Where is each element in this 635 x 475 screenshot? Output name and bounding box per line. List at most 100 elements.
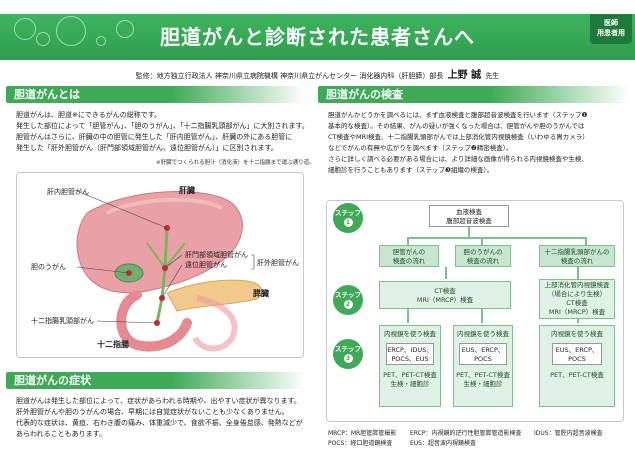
abbr-eus: EUS：超音波内視鏡検査 (410, 440, 476, 447)
banner-decoration (6, 14, 156, 60)
box-line: 内視鏡を使う検査 (457, 330, 509, 338)
step-3-badge: ステップ 3 (333, 339, 363, 369)
label-gallbladder: 胆のうがん (31, 263, 66, 271)
box-line: 血液検査 (456, 208, 482, 216)
connector (481, 309, 483, 323)
connector (407, 237, 409, 245)
ampulla-flow-title: 十二指腸乳頭部がんの 検査の流れ (539, 245, 615, 267)
audience-badge: 医師 用患者用 (590, 14, 632, 44)
anatomy-illustration (76, 190, 263, 352)
text-line: 胆道がんかどうかを調べるには、まず血液検査と腹部超音波検査を行います（ステップ❶ (328, 111, 588, 119)
box-line: 内視鏡を使う検査 (551, 330, 603, 338)
box-line: PET、PET-CT検査 (383, 371, 437, 379)
abbr-idus: IDUS：管腔内超音波検査 (534, 430, 603, 437)
step-number: 1 (343, 218, 353, 227)
box-line: CT検査 (434, 287, 456, 295)
ampulla-step2-box: 上部消化管内視鏡検査 （場合により生検） CT検査 MRI（MRCP）検査 (539, 279, 615, 319)
step-1-badge: ステップ 1 (333, 203, 363, 233)
box-line: 胆のうがんの (463, 248, 503, 256)
supervisor-name: 上野 誠 (447, 70, 482, 81)
step-label: ステップ (335, 291, 361, 299)
box-line: （場合により生検） (547, 290, 607, 298)
connector (585, 237, 587, 245)
anatomy-diagram: 肝内胆管がん 肝臓 胆のうがん 肝門部領域胆管がん 遠位胆管がん 肝外胆管がん … (16, 172, 304, 358)
text-line: さらに詳しく調べる必要がある場合には、より詳細な画像が得られる内視鏡検査や生検、 (328, 155, 588, 163)
connector (407, 309, 409, 323)
ct-mri-box: CT検査 MRI（MRCP）検査 (379, 281, 511, 309)
label-hilar: 肝門部領域胆管がん (185, 251, 248, 259)
title-banner: 胆道がんと診断された患者さんへ (0, 14, 635, 60)
section-title: 胆道がんの症状 (14, 374, 91, 387)
text-line: 細胞診を行うこともあります（ステップ❸組織の検査）。 (328, 166, 494, 174)
ampulla-endo-list: EUS、ERCP、 POCS (552, 343, 602, 365)
text-line: 胆管がんはさらに、肝臓の中の胆管に発生した「肝内胆管がん」、肝臓の外にある胆管に (16, 133, 293, 141)
connector (481, 237, 483, 245)
label-pancreas: 膵臓 (253, 289, 269, 298)
bile-duct-endo-list: ERCP、IDUS、 POCS、EUS (386, 343, 434, 365)
box-line: PET、PET-CT検査 (456, 371, 510, 379)
abbr-ercp: ERCP：内視鏡的逆行性胆管膵管造影検査 (410, 430, 522, 437)
badge-line-1: 医師 (604, 19, 618, 27)
box-line: 検査の流れ (560, 257, 594, 265)
text-line: 胆道がんは、胆道※にできるがんの総称です。 (16, 111, 162, 119)
connector (468, 227, 470, 237)
exams-text: 胆道がんかどうかを調べるには、まず血液検査と腹部超音波検査を行います（ステップ❶… (328, 110, 630, 176)
step-2-badge: ステップ 2 (333, 285, 363, 315)
box-line: MRI（MRCP）検査 (416, 296, 474, 304)
text-line: CT検査やMRI検査、十二指腸乳頭部がんでは上部消化管内視鏡検査（いわゆる胃カメ… (328, 133, 589, 141)
label-intrahepatic: 肝内胆管がん (47, 188, 89, 196)
box-line: EUS、ERCP、 (555, 346, 599, 354)
connector (445, 267, 447, 279)
box-line: POCS、EUS (391, 355, 429, 363)
box-line: 生検・細胞診 (390, 380, 430, 388)
box-line: CT検査 (566, 299, 588, 307)
box-line: ERCP、IDUS、 (387, 346, 433, 354)
box-line: 検査の流れ (466, 257, 500, 265)
gallbladder-endo-list: EUS、ERCP、 POCS (459, 343, 507, 365)
connector (577, 267, 579, 279)
section-what-is: 胆道がんとは (6, 86, 306, 103)
supervisor-credit: 監修：地方独立行政法人 神奈川県立病院機構 神奈川県立がんセンター 消化器内科（… (0, 66, 635, 81)
text-line: 胆道がんは発生した部位によって、症状があらわれる時期や、出やすい症状が異なります… (16, 397, 301, 405)
supervisor-suffix: 先生 (485, 72, 500, 80)
supervisor-prefix: 監修：地方独立行政法人 神奈川県立病院機構 神奈川県立がんセンター 消化器内科（… (135, 72, 444, 80)
step-label: ステップ (335, 345, 361, 353)
section-symptoms: 胆道がんの症状 (6, 372, 306, 389)
abbr-mrcp: MRCP：MR胆管膵管撮影 (328, 430, 397, 437)
label-distal: 遠位胆管がん (185, 261, 227, 269)
page-title: 胆道がんと診断された患者さんへ (160, 25, 475, 49)
bile-duct-step3-box: 内視鏡を使う検査 ERCP、IDUS、 POCS、EUS PET、PET-CT検… (379, 325, 441, 407)
box-line: 十二指腸乳頭部がんの (544, 248, 610, 256)
section-title: 胆道がんとは (14, 88, 80, 101)
label-liver: 肝臓 (179, 186, 195, 195)
box-line: PET、PET-CT検査 (550, 371, 604, 379)
footnote: ※肝臓でつくられる胆汁（消化液）を十二指腸まで運ぶ通り道。 (156, 160, 315, 166)
connector (407, 237, 587, 239)
label-duodenum: 十二指腸 (97, 340, 129, 349)
step-number: 3 (343, 354, 353, 363)
text-line: あらわれることもあります。 (16, 430, 106, 438)
page-header: 胆道がんと診断された患者さんへ 医師 用患者用 (0, 0, 635, 68)
text-line: 代表的な症状は、黄疸、右わき腹の痛み、体重減少で、食欲不振、全身倦怠感、発熱など… (16, 419, 303, 427)
text-line: 発生した「肝外胆管がん（肝門部領域胆管がん、遠位胆管がん）」に区別されます。 (16, 144, 278, 152)
box-line: 検査の流れ (392, 257, 426, 265)
text-line: 基本的な検査）。その結果、がんの疑いが強くなった場合は、胆管がんや胆のうがんでは (328, 122, 585, 130)
label-ampulla: 十二指腸乳頭部がん (31, 317, 94, 325)
badge-line-2: 用患者用 (597, 29, 625, 37)
gallbladder-step3-box: 内視鏡を使う検査 EUS、ERCP、 POCS PET、PET-CT検査 生検・… (453, 325, 513, 407)
box-line: POCS (568, 355, 586, 363)
what-is-text: 胆道がんは、胆道※にできるがんの総称です。 発生した部位によって「胆管がん」、「… (16, 110, 316, 154)
gallbladder-flow-title: 胆のうがんの 検査の流れ (455, 245, 511, 267)
abbr-pocs: POCS：経口胆道鏡検査 (328, 440, 393, 447)
text-line: などでがんの有無や広がりを調べます（ステップ❷精密検査）。 (328, 144, 513, 152)
box-line: EUS、ERCP、 (461, 346, 505, 354)
ampulla-step3-box: 内視鏡を使う検査 EUS、ERCP、 POCS PET、PET-CT検査 (539, 325, 615, 407)
text-line: 肝外胆管がんや胆のうがんの場合、早期には自覚症状がないことも少なくありません。 (16, 408, 289, 416)
step-number: 2 (343, 300, 353, 309)
text-line: 発生した部位によって「胆管がん」、「胆のうがん」、「十二指腸乳頭部がん」に大別さ… (16, 122, 309, 130)
box-line: 胆管がんの (392, 248, 426, 256)
exam-flowchart: ステップ 1 ステップ 2 ステップ 3 血液検査 腹部超音波検査 胆管がんの … (326, 200, 624, 422)
section-title: 胆道がんの検査 (326, 88, 403, 101)
basic-exam-box: 血液検査 腹部超音波検査 (429, 205, 509, 227)
symptoms-text: 胆道がんは発生した部位によって、症状があらわれる時期や、出やすい症状が異なります… (16, 396, 316, 440)
